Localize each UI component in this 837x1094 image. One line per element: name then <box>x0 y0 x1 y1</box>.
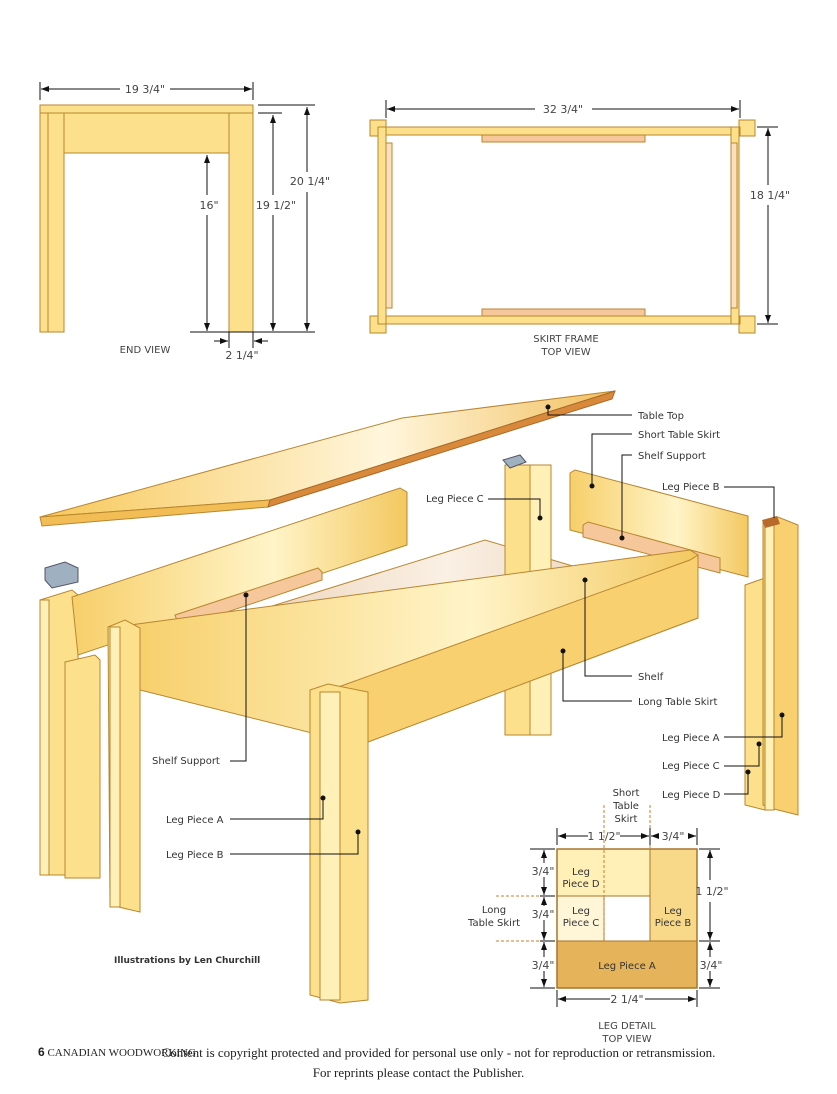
piece-b-label-1: Leg <box>664 906 682 917</box>
end-view: 19 3/4" 16" 19 1/2" 20 1/4" 2 1/4" END V… <box>39 82 330 362</box>
short-skirt-label-3: Skirt <box>615 814 638 825</box>
label-shelf: Shelf <box>638 672 664 683</box>
long-skirt-label-1: Long <box>482 905 506 916</box>
label-long-table-skirt: Long Table Skirt <box>638 697 717 708</box>
end-total-height-dim: 20 1/4" <box>290 175 330 188</box>
label-leg-piece-a-right: Leg Piece A <box>662 733 720 744</box>
dim-top-right: 3/4" <box>662 830 685 843</box>
label-short-table-skirt: Short Table Skirt <box>638 430 720 441</box>
label-leg-piece-b-right: Leg Piece B <box>662 482 720 493</box>
end-leg-height-dim: 19 1/2" <box>256 199 296 212</box>
exploded-view: Table Top Short Table Skirt Shelf Suppor… <box>39 390 799 1004</box>
frame-length-dim: 32 3/4" <box>543 103 583 116</box>
label-leg-piece-c-back: Leg Piece C <box>426 494 484 505</box>
leg-detail-caption-1: LEG DETAIL <box>598 1021 656 1032</box>
label-table-top: Table Top <box>637 411 684 422</box>
piece-c-label-1: Leg <box>572 906 590 917</box>
copyright-line-2: For reprints please contact the Publishe… <box>312 1065 525 1080</box>
dim-bottom: 2 1/4" <box>610 993 643 1006</box>
end-width-dim: 19 3/4" <box>125 83 165 96</box>
dim-top-left: 1 1/2" <box>587 830 620 843</box>
page-number: 6 <box>38 1045 45 1059</box>
piece-d-label-1: Leg <box>572 867 590 878</box>
piece-b-label-2: Piece B <box>655 918 692 929</box>
piece-d-label-2: Piece D <box>562 879 600 890</box>
dim-left-2: 3/4" <box>532 908 555 921</box>
label-shelf-support-right: Shelf Support <box>638 451 706 462</box>
illustration-credit: Illustrations by Len Churchill <box>114 956 260 966</box>
leg-detail-caption-2: TOP VIEW <box>601 1034 651 1045</box>
end-leg-width-dim: 2 1/4" <box>225 349 258 362</box>
piece-c-label-2: Piece C <box>563 918 600 929</box>
dim-left-3: 3/4" <box>532 959 555 972</box>
page-footer-magazine: 6 CANADIAN WOODWORKING <box>38 1045 196 1059</box>
dim-right-lower: 3/4" <box>700 959 723 972</box>
frame-width-dim: 18 1/4" <box>750 189 790 202</box>
leg-detail-top-view: Short Table Skirt Long Table Skirt Leg P… <box>467 788 729 1045</box>
label-leg-piece-d-right: Leg Piece D <box>662 790 721 801</box>
piece-a-label: Leg Piece A <box>598 961 656 972</box>
dim-right-upper: 1 1/2" <box>695 885 728 898</box>
dim-left-1: 3/4" <box>532 865 555 878</box>
frame-caption-1: SKIRT FRAME <box>533 334 598 345</box>
end-clearance-dim: 16" <box>199 199 218 212</box>
label-leg-piece-b-front: Leg Piece B <box>166 850 224 861</box>
label-leg-piece-a-front: Leg Piece A <box>166 815 224 826</box>
magazine-name: CANADIAN WOODWORKING <box>47 1047 197 1059</box>
short-skirt-label-1: Short <box>613 788 640 799</box>
end-view-caption: END VIEW <box>120 345 171 356</box>
label-leg-piece-c-right: Leg Piece C <box>662 761 720 772</box>
short-skirt-label-2: Table <box>612 801 639 812</box>
copyright-line-1: Content is copyright protected and provi… <box>161 1045 716 1060</box>
skirt-frame-top-view: 32 3/4" 18 1/4" SKIRT FRAME TOP VIEW <box>369 100 790 358</box>
label-shelf-support-left: Shelf Support <box>152 756 220 767</box>
long-skirt-label-2: Table Skirt <box>467 918 520 929</box>
frame-caption-2: TOP VIEW <box>540 347 590 358</box>
